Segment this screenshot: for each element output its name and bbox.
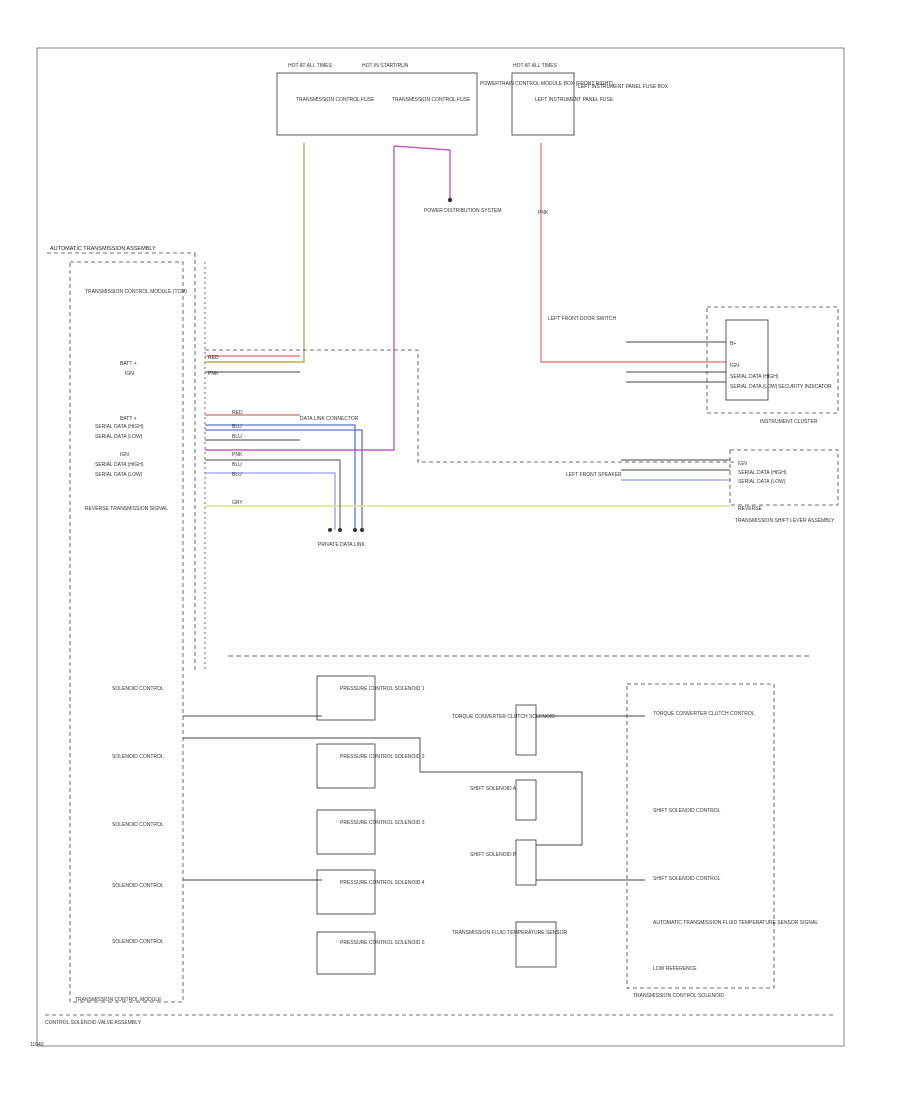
wire-magenta-down	[205, 146, 395, 451]
tcm-pin-color: GRY	[232, 500, 243, 506]
solenoid-fn-label: SOLENOID CONTROL	[112, 883, 164, 889]
tcm-bottom-label: TRANSMISSION CONTROL MODULE	[75, 997, 162, 1003]
shifter-pin-label: SERIAL DATA (LOW)	[738, 479, 786, 485]
ic-pin-label: IGN	[730, 363, 739, 369]
mid-component-label: TORQUE CONVERTER CLUTCH SOLENOID	[452, 714, 555, 720]
solenoid-row: SOLENOID CONTROL PRESSURE CONTROL SOLENO…	[112, 931, 425, 975]
solenoid-box-label: PRESSURE CONTROL SOLENOID 5	[340, 940, 425, 946]
solenoid-fn-label: SOLENOID CONTROL	[112, 686, 164, 692]
right-component-label: LOW REFERENCE	[653, 966, 697, 972]
wire-pnk-label: PNK	[538, 210, 549, 216]
solenoid-box-label: PRESSURE CONTROL SOLENOID 2	[340, 754, 425, 760]
tcm-pin-color: PNK	[232, 452, 243, 458]
tcm-pin-color: BLU	[232, 434, 242, 440]
fuse-right-label: LEFT INSTRUMENT PANEL FUSE	[535, 97, 614, 103]
tcm-pin-label: BATT +	[120, 361, 137, 367]
diagram-frame	[36, 47, 845, 1047]
fuse-left-label-1: TRANSMISSION CONTROL FUSE	[296, 97, 375, 103]
fuse-right-side-label: LEFT INSTRUMENT PANEL FUSE BOX	[578, 84, 669, 90]
shifter-pin-label: SERIAL DATA (HIGH)	[738, 470, 787, 476]
solenoid-row: SOLENOID CONTROL PRESSURE CONTROL SOLENO…	[112, 675, 425, 721]
shifter-pin-label: REVERSE	[738, 506, 763, 512]
solenoid-row: SOLENOID CONTROL PRESSURE CONTROL SOLENO…	[112, 809, 425, 855]
tcm-pin-color: BLU	[232, 472, 242, 478]
dashed-region-mid	[205, 349, 736, 463]
solenoid-fn-label: SOLENOID CONTROL	[112, 822, 164, 828]
right-component-label: AUTOMATIC TRANSMISSION FLUID TEMPERATURE…	[653, 920, 818, 926]
control-box-title: TRANSMISSION CONTROL SOLENOID	[633, 993, 724, 999]
solenoid-row: SOLENOID CONTROL PRESSURE CONTROL SOLENO…	[112, 869, 425, 915]
tcm-pin-label: SERIAL DATA (HIGH)	[95, 462, 144, 468]
wire-blue-1	[205, 424, 356, 530]
shifter-title: TRANSMISSION SHIFT LEVER ASSEMBLY	[735, 518, 835, 524]
solenoid-box-label: PRESSURE CONTROL SOLENOID 3	[340, 820, 425, 826]
wire-blue-2	[205, 429, 363, 530]
right-component-label: TORQUE CONVERTER CLUTCH CONTROL	[653, 711, 755, 717]
ic-pin-label: SERIAL DATA (LOW)	[730, 384, 778, 390]
tcm-pin-label: SERIAL DATA (HIGH)	[95, 424, 144, 430]
ic-title: INSTRUMENT CLUSTER	[760, 419, 818, 425]
wire-red-right	[540, 143, 726, 363]
shifter-note: LEFT FRONT SPEAKER	[566, 472, 622, 478]
solenoid-fn-label: SOLENOID CONTROL	[112, 754, 164, 760]
fuse-box-left: HOT AT ALL TIMES HOT IN START/RUN TRANSM…	[276, 63, 613, 136]
tcm-pin-color: PNK	[208, 371, 219, 377]
tcm-assembly-label: AUTOMATIC TRANSMISSION ASSEMBLY	[50, 246, 156, 252]
tcm-pin-label: IGN	[125, 371, 134, 377]
tcm-module: AUTOMATIC TRANSMISSION ASSEMBLY TRANSMIS…	[47, 246, 206, 1003]
tcm-pin-list: BATT + RED IGN PNK BATT + RED SERIAL DAT…	[85, 355, 243, 512]
wire-blue-3	[205, 472, 336, 530]
fuse-left-label-2: TRANSMISSION CONTROL FUSE	[392, 97, 471, 103]
wire-magenta-ground	[393, 145, 451, 198]
instrument-cluster: B+ IGN SERIAL DATA (HIGH) SERIAL DATA (L…	[548, 306, 839, 425]
fuse-left-header-2: HOT IN START/RUN	[362, 63, 409, 69]
solenoid-box-label: PRESSURE CONTROL SOLENOID 4	[340, 880, 425, 886]
splice-bottom-label: PRIVATE DATA LINK	[318, 542, 366, 548]
splice-mid-label: DATA LINK CONNECTOR	[300, 416, 359, 422]
tcm-pin-label: SERIAL DATA (LOW)	[95, 434, 143, 440]
ic-pin-label: SERIAL DATA (HIGH)	[730, 374, 779, 380]
mid-component-label: TRANSMISSION FLUID TEMPERATURE SENSOR	[452, 930, 567, 936]
page-code: 11040	[30, 1042, 44, 1048]
tcm-pin-color: RED	[208, 355, 219, 361]
fuse-box-right: HOT AT ALL TIMES LEFT INSTRUMENT PANEL F…	[511, 63, 669, 136]
tcm-title: TRANSMISSION CONTROL MODULE (TCM)	[85, 289, 187, 295]
tcm-pin-color: RED	[232, 410, 243, 416]
solenoid-group: SOLENOID CONTROL PRESSURE CONTROL SOLENO…	[112, 675, 582, 975]
ground-top-label: POWER DISTRIBUTION SYSTEM	[424, 208, 502, 214]
fuse-right-header: HOT AT ALL TIMES	[513, 63, 558, 69]
solenoid-fn-label: SOLENOID CONTROL	[112, 939, 164, 945]
tcm-pin-label: IGN	[120, 452, 129, 458]
right-component-label: SHIFT SOLENOID CONTROL	[653, 808, 721, 814]
tcm-pin-label: BATT +	[120, 416, 137, 422]
ic-side-label: SECURITY INDICATOR	[778, 384, 832, 390]
wire-olive	[205, 143, 305, 363]
mid-component-label: SHIFT SOLENOID B	[470, 852, 517, 858]
wire-gray-3	[205, 459, 341, 530]
shifter-pin-label: IGN	[738, 461, 747, 467]
right-component-label: SHIFT SOLENOID CONTROL	[653, 876, 721, 882]
mid-component-group: TORQUE CONVERTER CLUTCH SOLENOID SHIFT S…	[452, 704, 645, 968]
tcm-pin-label: SERIAL DATA (LOW)	[95, 472, 143, 478]
data-link-splice: PRIVATE DATA LINK DATA LINK CONNECTOR	[300, 416, 366, 548]
fuse-left-side-label: POWERTRAIN CONTROL MODULE BOX (FRONT RIG…	[480, 81, 613, 87]
ic-pin-label: B+	[730, 341, 736, 347]
tcm-pin-color: BLU	[232, 462, 242, 468]
mid-component-label: SHIFT SOLENOID A	[470, 786, 517, 792]
solenoid-box-label: PRESSURE CONTROL SOLENOID 1	[340, 686, 425, 692]
solenoid-row: SOLENOID CONTROL PRESSURE CONTROL SOLENO…	[112, 737, 582, 789]
ic-note: LEFT FRONT DOOR SWITCH	[548, 316, 617, 322]
control-solenoid-box: TORQUE CONVERTER CLUTCH CONTROL SHIFT SO…	[626, 683, 818, 999]
tcm-pin-label: REVERSE TRANSMISSION SIGNAL	[85, 506, 168, 512]
tcm-bottom-label-2: CONTROL SOLENOID VALVE ASSEMBLY	[45, 1020, 142, 1026]
ground-symbol-top: POWER DISTRIBUTION SYSTEM	[424, 197, 502, 214]
shift-lever-assembly: IGN SERIAL DATA (HIGH) SERIAL DATA (LOW)…	[566, 449, 839, 524]
fuse-left-header-1: HOT AT ALL TIMES	[288, 63, 333, 69]
tcm-pin-color: BLU	[232, 424, 242, 430]
